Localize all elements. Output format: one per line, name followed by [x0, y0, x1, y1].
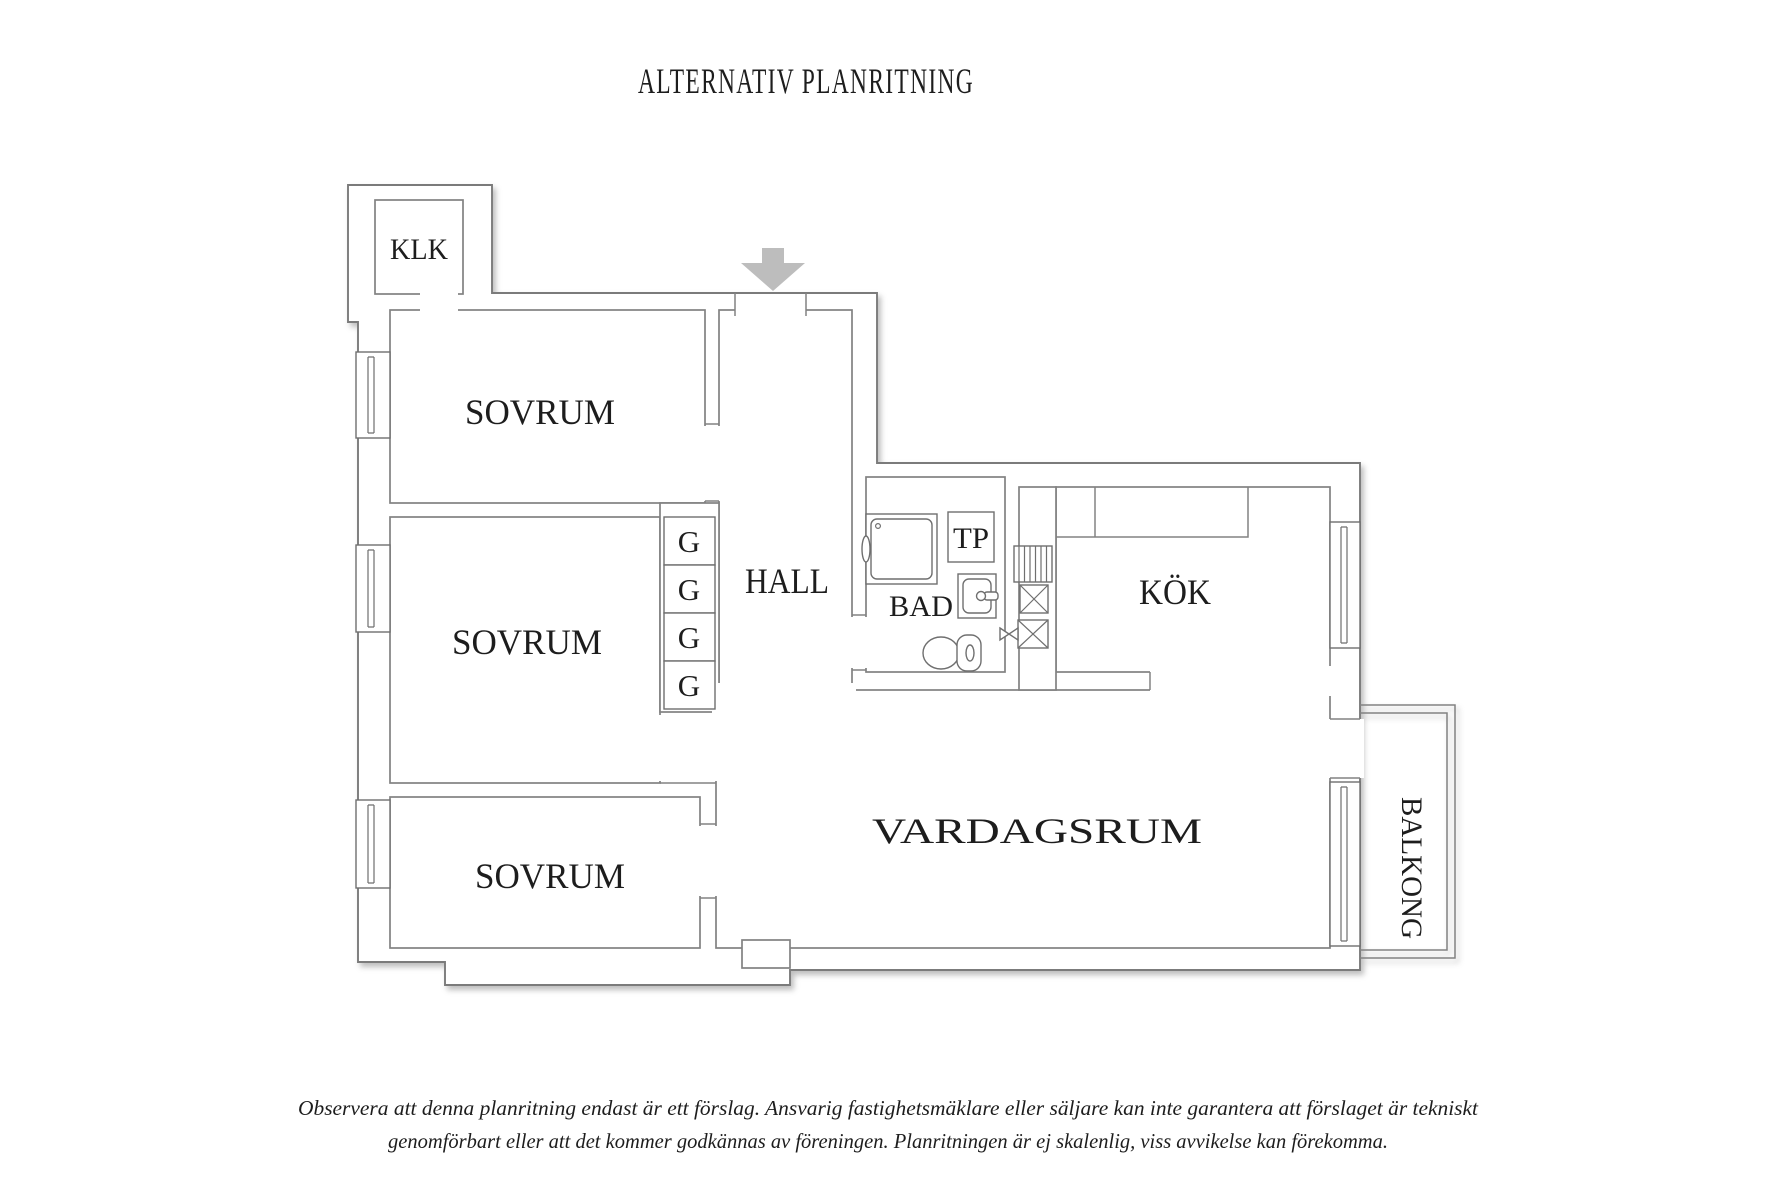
room-sovrum1-walls	[389, 309, 706, 504]
label-bad: BAD	[889, 590, 953, 623]
label-balkong: BALKONG	[1395, 797, 1428, 939]
window-sovrum1	[355, 351, 391, 439]
label-garderob-1: G	[678, 524, 700, 559]
disclaimer: Observera att denna planritning endast ä…	[298, 1096, 1479, 1153]
shower-icon	[861, 513, 938, 585]
room-walls	[374, 199, 1331, 949]
window-vardagsrum	[1329, 781, 1361, 947]
label-garderob-2: G	[678, 572, 700, 607]
room-klk-walls	[374, 199, 464, 295]
room-hall-walls	[718, 309, 853, 691]
tp-cabinet	[947, 511, 995, 563]
label-hall: HALL	[745, 561, 829, 601]
disclaimer-line-1: Observera att denna planritning endast ä…	[298, 1096, 1479, 1120]
toilet-icon	[922, 634, 982, 672]
label-vardagsrum: VARDAGSRUM	[872, 811, 1202, 851]
bathroom-fixtures	[861, 511, 999, 672]
label-sovrum-1: SOVRUM	[465, 392, 615, 432]
label-sovrum-3: SOVRUM	[475, 856, 625, 896]
label-garderob-3: G	[678, 620, 700, 655]
room-vardagsrum-walls	[715, 689, 1331, 949]
windows	[355, 351, 1361, 947]
balcony-railing	[1360, 704, 1456, 959]
stove-icon	[1013, 545, 1053, 583]
label-garderob-4: G	[678, 668, 700, 703]
page-title: ALTERNATIV PLANRITNING	[638, 61, 974, 101]
disclaimer-line-2: genomförbart eller att det kommer godkän…	[388, 1129, 1388, 1153]
wall-caps	[660, 293, 1360, 969]
sink-icon	[957, 573, 999, 619]
label-klk: KLK	[390, 233, 448, 266]
wardrobe-cells	[663, 516, 716, 710]
fridge-icon	[1019, 584, 1049, 614]
room-sovrum3-walls	[389, 796, 701, 949]
door-openings	[420, 290, 1364, 896]
room-labels: KLK SOVRUM SOVRUM SOVRUM HALL BAD TP KÖK…	[390, 233, 1428, 939]
room-kok-walls	[1055, 486, 1331, 673]
room-sovrum2-walls	[389, 516, 661, 784]
bottom-wall-pillar	[741, 939, 791, 969]
label-kok: KÖK	[1139, 572, 1211, 612]
window-sovrum2	[355, 544, 391, 633]
kitchen-fixtures	[999, 487, 1249, 649]
kitchen-counter	[1056, 487, 1249, 538]
window-kok	[1329, 521, 1361, 649]
entrance-arrow-icon	[741, 248, 805, 291]
freezer-icon	[999, 619, 1049, 649]
label-sovrum-2: SOVRUM	[452, 622, 602, 662]
window-sovrum3	[355, 799, 391, 889]
label-tp: TP	[953, 522, 989, 555]
